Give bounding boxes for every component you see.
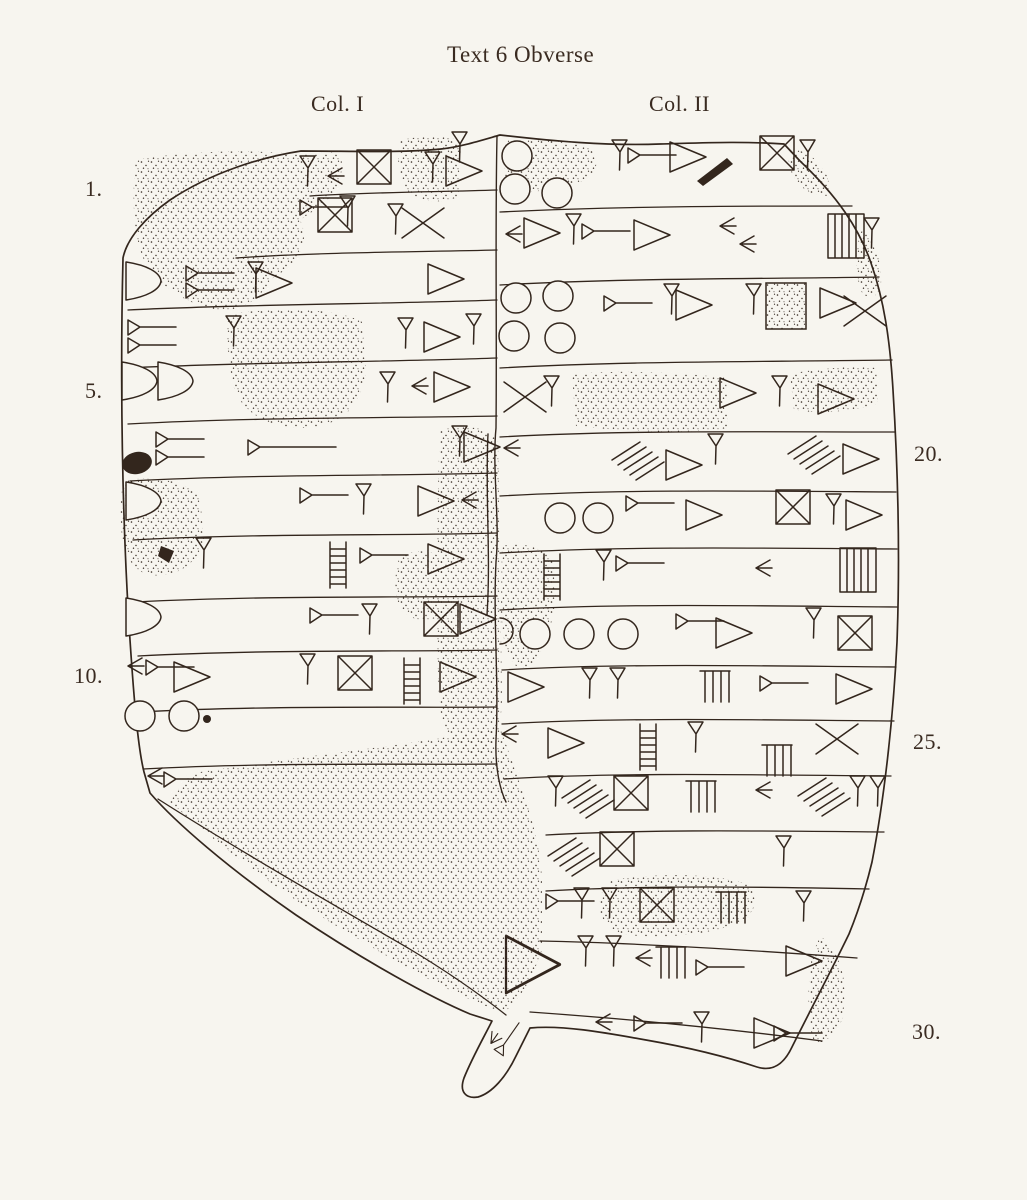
bottom-break-line xyxy=(157,798,507,1016)
col2-signs xyxy=(498,135,887,1049)
line-number-25: 25. xyxy=(913,729,942,754)
column-divider xyxy=(486,135,507,803)
line-number-30: 30. xyxy=(912,1019,941,1044)
col1-rulings xyxy=(125,189,498,770)
line-number-5: 5. xyxy=(85,378,103,403)
line-number-20: 20. xyxy=(914,441,943,466)
figure-title: Text 6 Obverse xyxy=(447,42,595,67)
line-number-1: 1. xyxy=(85,176,103,201)
tablet-outline xyxy=(120,134,900,1099)
damage-stipple xyxy=(120,136,882,1043)
column-1-label: Col. I xyxy=(311,91,365,116)
line-number-10: 10. xyxy=(74,663,103,688)
tail-signs xyxy=(485,1019,525,1057)
column-2-label: Col. II xyxy=(649,91,710,116)
ink-blots xyxy=(122,158,733,723)
